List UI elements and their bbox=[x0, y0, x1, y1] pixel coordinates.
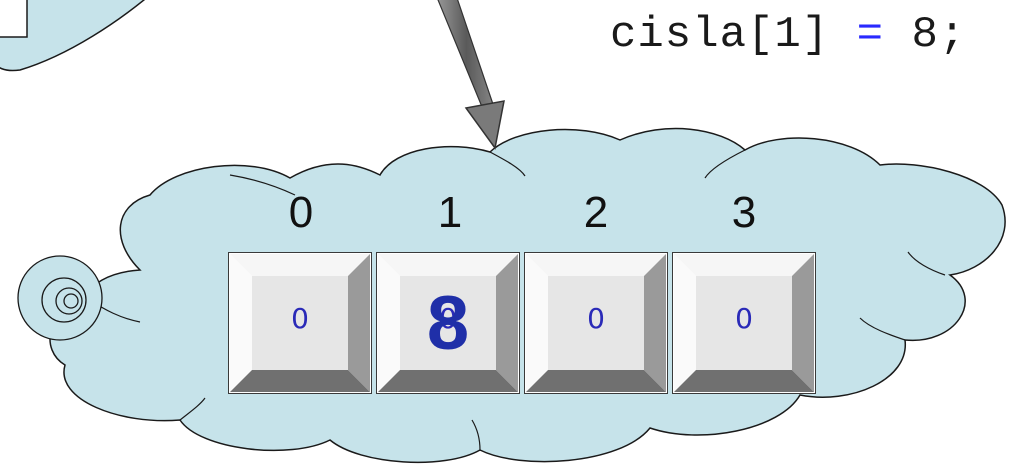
thought-bubbles bbox=[17, 255, 103, 341]
cell-bevel bbox=[672, 252, 816, 394]
code-statement: cisla[1] = 8; bbox=[610, 10, 966, 60]
array-cell-2: 0 bbox=[524, 252, 668, 394]
cell-bevel bbox=[376, 252, 520, 394]
partial-cloud-top-left bbox=[0, 0, 146, 72]
array-cell-0: 0 bbox=[228, 252, 372, 394]
cell-value-1: 0 bbox=[439, 302, 457, 335]
index-label-0: 0 bbox=[288, 188, 314, 237]
cell-bevel bbox=[524, 252, 668, 394]
index-label-1: 1 bbox=[437, 188, 463, 237]
array-cell-1: 0 8 bbox=[376, 252, 520, 394]
cell-value-3: 0 bbox=[735, 302, 753, 335]
index-label-2: 2 bbox=[583, 188, 609, 237]
code-value: 8; bbox=[911, 10, 967, 60]
cell-bevel bbox=[228, 252, 372, 394]
cell-value-0: 0 bbox=[291, 302, 309, 335]
cell-value-2: 0 bbox=[587, 302, 605, 335]
index-label-3: 3 bbox=[731, 188, 757, 237]
code-operator: = bbox=[856, 10, 885, 60]
pointer-arrow bbox=[437, 0, 505, 150]
array-cell-3: 0 bbox=[672, 252, 816, 394]
code-variable: cisla[1] bbox=[610, 10, 830, 60]
assigned-value: 8 bbox=[426, 281, 470, 366]
